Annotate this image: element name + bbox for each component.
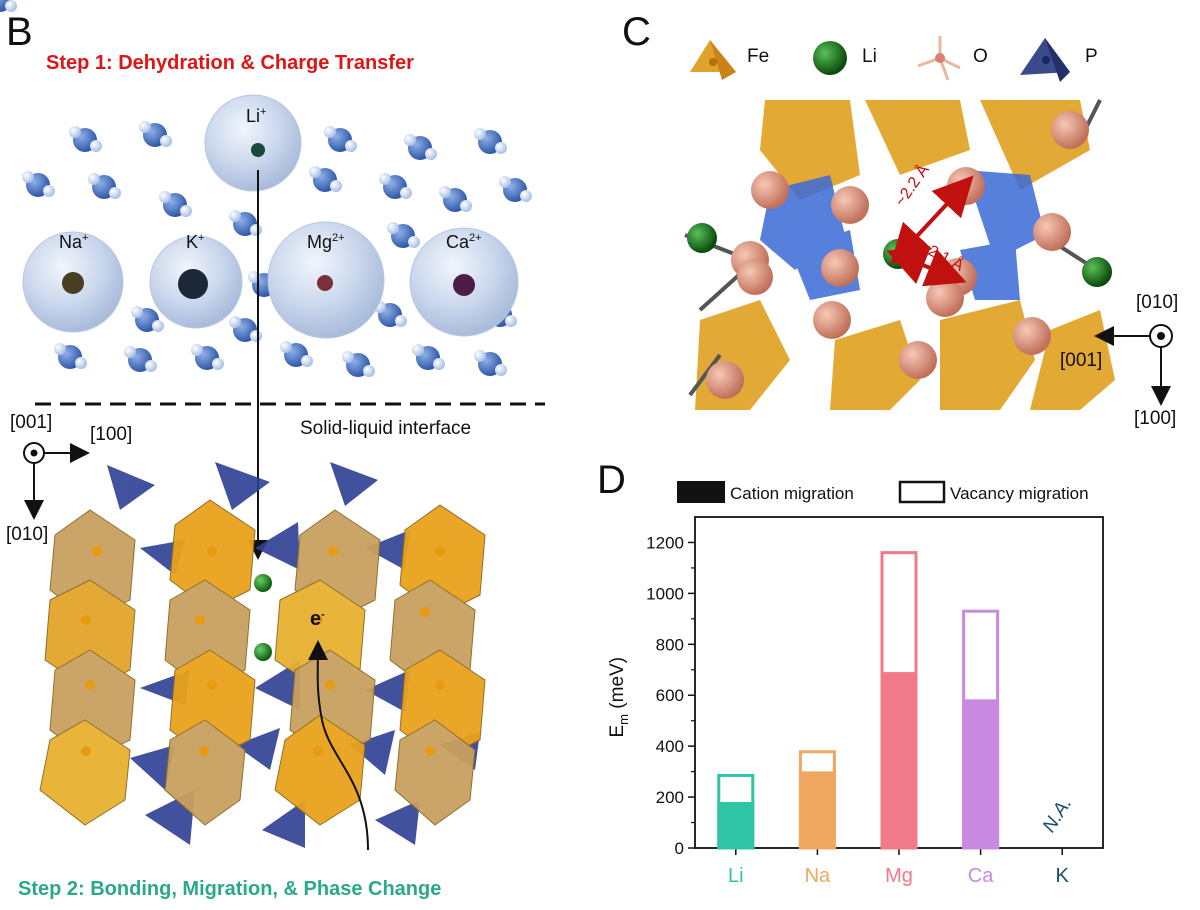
panel-letter-d: D [597,458,626,502]
panel-c-axes [1094,324,1173,406]
panel-b-axes [23,442,90,520]
cation-migration-bar [798,771,836,850]
legend-label-p: P [1085,46,1098,67]
axis-label-001: [001] [10,412,53,433]
cation-migration-bar [880,672,918,850]
panel-c-illustration [684,36,1173,410]
cation-migration-bar [717,801,755,850]
y-tick-label: 1200 [646,533,684,552]
y-tick-label: 400 [656,737,684,756]
x-tick-label: Li [728,865,744,887]
axis-label-100: [100] [90,424,133,445]
migration-energy-chart: 0 200 400 600 800 1000 1200 Em (meV) Li Na Mg Ca K N.… [607,480,1104,887]
ion-label-li: Li+ [246,106,267,126]
legend-swatch-cation [677,481,725,503]
panel-letter-b: B [6,10,33,54]
x-tick-label: Na [805,865,831,887]
y-tick-label: 1000 [646,584,684,603]
legend-label-fe: Fe [747,46,770,67]
x-tick-label: K [1056,865,1070,887]
ion-label-k: K+ [186,232,205,252]
orange-tetrahedron-icon [690,40,736,80]
inserted-li-atom [254,574,272,592]
x-tick-label: Ca [968,865,994,887]
legend-icons-c [690,36,1070,82]
distance-arrow-1 [890,175,974,265]
water-molecules [0,0,532,377]
electron-label: e- [310,608,325,630]
cation-migration-bar [962,699,1000,850]
x-tick-label: Mg [885,865,913,887]
distance-arrow-2 [886,246,967,287]
hydrated-ions [22,94,519,339]
bond-node-icon [917,36,961,81]
panel-b-illustration [0,0,545,851]
y-tick-label: 800 [656,635,684,654]
panel-letter-c: C [622,10,651,54]
axis-label-010: [010] [6,524,49,545]
green-sphere-icon [813,41,847,75]
inserted-li-atom [254,643,272,661]
ion-label-ca: Ca2+ [446,232,482,252]
legend-swatch-vacancy [898,480,946,504]
na-annotation: N.A. [1039,794,1076,836]
axis-label-c-001: [001] [1060,350,1103,371]
crystal-structure-c [684,99,1120,410]
y-axis-label: Em (meV) [607,657,631,738]
legend-label-o: O [973,46,988,67]
legend-label-vacancy: Vacancy migration [950,484,1089,503]
step2-title: Step 2: Bonding, Migration, & Phase Chan… [18,878,442,900]
y-tick-label: 200 [656,788,684,807]
ion-label-mg: Mg2+ [307,232,345,252]
y-tick-label: 600 [656,686,684,705]
step1-title: Step 1: Dehydration & Charge Transfer [46,52,414,74]
legend-label-cation: Cation migration [730,484,854,503]
electron-path-arrow [307,640,369,851]
ion-label-na: Na+ [59,232,89,252]
legend-label-li: Li [862,46,877,67]
axis-label-c-010: [010] [1136,292,1179,313]
interface-label: Solid-liquid interface [300,418,472,439]
axis-label-c-100: [100] [1134,408,1177,429]
blue-tetrahedron-icon [1020,38,1070,82]
olivine-lattice [39,462,486,848]
y-tick-label: 0 [675,839,684,858]
